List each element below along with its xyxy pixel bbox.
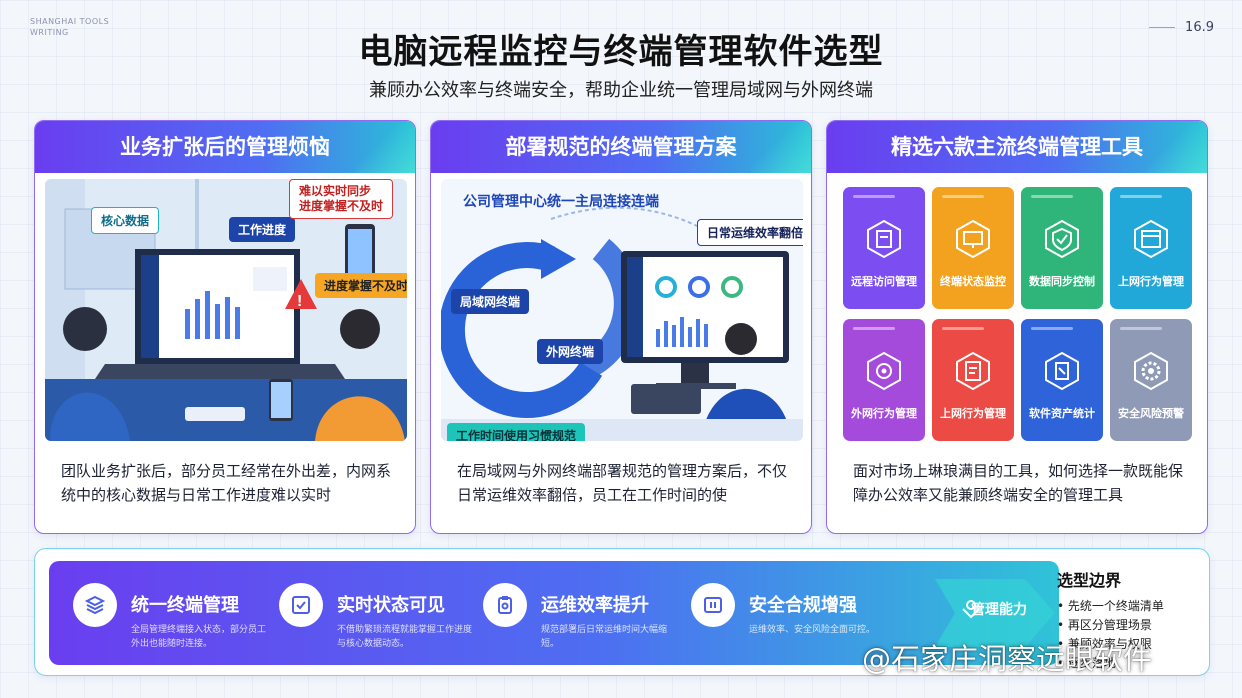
- panel-1-description: 团队业务扩张后，部分员工经常在外出差，内网系统中的核心数据与日常工作进度难以实时: [61, 462, 392, 504]
- check-window-icon: [279, 583, 323, 627]
- feature-description: 运维效率、安全风险全面可控。: [749, 625, 876, 635]
- panel-3-description: 面对市场上琳琅满目的工具，如何选择一款既能保障办公效率又能兼顾终端安全的管理工具: [853, 462, 1184, 504]
- panel-deployment-plan: 部署规范的终端管理方案 公司: [430, 120, 812, 534]
- watermark: @石家庄洞察远眼软件: [862, 642, 1153, 676]
- tool-card-accent: [1031, 195, 1073, 198]
- benefits-band: 统一终端管理 全局管理终端接入状态，部分员工外出也能随时连接。 实时状态可见 不…: [49, 561, 1059, 665]
- feature-title: 实时状态可见: [337, 595, 445, 616]
- tool-label: 数据同步控制: [1029, 275, 1095, 288]
- tool-card-data-sync[interactable]: 数据同步控制: [1021, 187, 1103, 309]
- feature-ops-efficiency: 运维效率提升 规范部署后日常运维时间大幅缩短。: [483, 561, 683, 665]
- selection-title: 选型边界: [1057, 571, 1122, 590]
- page-number-rule: [1149, 27, 1176, 28]
- panel-2-heading: 部署规范的终端管理方案: [431, 121, 811, 173]
- panel-icon: [691, 583, 735, 627]
- feature-title: 安全合规增强: [749, 595, 857, 616]
- tool-card-accent: [942, 327, 984, 330]
- gear-icon: [1134, 351, 1168, 391]
- tag-progress-lag: 进度掌握不及时: [315, 273, 407, 298]
- report-icon: [956, 351, 990, 391]
- selection-item: • 逐步落地: [1057, 656, 1116, 670]
- selection-item: • 兼顾效率与权限: [1057, 637, 1152, 651]
- brand-line-1: SHANGHAI TOOLS: [30, 17, 110, 26]
- tag-work-progress: 工作进度: [229, 217, 296, 242]
- tool-card-web-behavior[interactable]: 上网行为管理: [1110, 187, 1192, 309]
- feature-realtime-visibility: 实时状态可见 不借助繁琐流程就能掌握工作进度与核心数据动态。: [279, 561, 479, 665]
- document-icon: [867, 219, 901, 259]
- tool-grid: 远程访问管理 终端状态监控 数据同步控制 上网行为管理 外网行为管理 上网行为管…: [843, 185, 1193, 441]
- panel-1-illustration: ! 核心数据 工作进度 难以实时同步 进度掌握不及时 进度掌握不及时: [45, 179, 407, 441]
- gear-globe-icon: [867, 351, 901, 391]
- summary-section: 统一终端管理 全局管理终端接入状态，部分员工外出也能随时连接。 实时状态可见 不…: [34, 548, 1210, 676]
- feature-unified-management: 统一终端管理 全局管理终端接入状态，部分员工外出也能随时连接。: [73, 561, 273, 665]
- panel-2-description: 在局域网与外网终端部署规范的管理方案后，不仅日常运维效率翻倍，员工在工作时间的使: [457, 462, 788, 504]
- tool-label: 安全风险预警: [1118, 407, 1184, 420]
- tool-card-accent: [853, 195, 895, 198]
- panel-1-heading: 业务扩张后的管理烦恼: [35, 121, 415, 173]
- feature-security-compliance: 安全合规增强 运维效率、安全风险全面可控。: [691, 561, 891, 665]
- tool-card-software-assets[interactable]: 软件资产统计: [1021, 319, 1103, 441]
- arrow-shape: [935, 579, 1055, 647]
- tool-card-risk-alert[interactable]: 安全风险预警: [1110, 319, 1192, 441]
- panel-2-illustration: 公司管理中心统一主局连接连端 日常运维效率翻倍 局域网终端 外网终端 工作时间使…: [441, 179, 803, 441]
- tool-card-accent: [1031, 327, 1073, 330]
- tag-lan-terminal: 局域网终端: [451, 289, 530, 314]
- page-title: 电脑远程监控与终端管理软件选型: [358, 32, 884, 72]
- tag-core-data: 核心数据: [91, 207, 160, 234]
- page-number: 16.9: [1149, 20, 1214, 35]
- tag-ops-efficiency: 日常运维效率翻倍: [697, 219, 803, 246]
- tool-card-wan-behavior[interactable]: 外网行为管理: [843, 319, 925, 441]
- tool-label: 终端状态监控: [940, 275, 1006, 288]
- tag-wan-terminal: 外网终端: [537, 339, 604, 364]
- feature-description: 不借助繁琐流程就能掌握工作进度与核心数据动态。: [337, 625, 473, 649]
- monitor-icon: [956, 219, 990, 259]
- tool-card-accent: [1120, 195, 1162, 198]
- panel-3-heading: 精选六款主流终端管理工具: [827, 121, 1207, 173]
- tool-label: 软件资产统计: [1029, 407, 1095, 420]
- feature-title: 运维效率提升: [541, 595, 649, 616]
- feature-description: 全局管理终端接入状态，部分员工外出也能随时连接。: [131, 625, 267, 649]
- page-number-text: 16.9: [1185, 20, 1214, 35]
- tool-card-remote-access[interactable]: 远程访问管理: [843, 187, 925, 309]
- feature-title: 统一终端管理: [131, 595, 239, 616]
- tool-label: 远程访问管理: [851, 275, 917, 288]
- brand-mark: SHANGHAI TOOLS WRITING: [30, 16, 109, 38]
- tool-label: 外网行为管理: [851, 407, 917, 420]
- tag-work-habits: 工作时间使用习惯规范: [447, 423, 586, 441]
- tool-label: 上网行为管理: [940, 407, 1006, 420]
- capability-arrow-label: 管理能力: [971, 602, 1027, 618]
- selection-item: • 先统一个终端清单: [1057, 599, 1164, 613]
- office-scene-illustration: !: [45, 179, 407, 441]
- page-subtitle: 兼顾办公效率与终端安全，帮助企业统一管理局域网与外网终端: [369, 80, 873, 101]
- panel-management-troubles: 业务扩张后的管理烦恼 !: [34, 120, 416, 534]
- capability-arrow: 管理能力: [921, 561, 1059, 665]
- tool-card-accent: [1120, 327, 1162, 330]
- tool-card-internet-behavior[interactable]: 上网行为管理: [932, 319, 1014, 441]
- clipboard-icon: [483, 583, 527, 627]
- selection-item: • 再区分管理场景: [1057, 618, 1152, 632]
- feature-description: 规范部署后日常运维时间大幅缩短。: [541, 625, 668, 649]
- tool-label: 上网行为管理: [1118, 275, 1184, 288]
- shield-check-icon: [1045, 219, 1079, 259]
- web-icon: [1134, 219, 1168, 259]
- asset-icon: [1045, 351, 1079, 391]
- tool-card-accent: [853, 327, 895, 330]
- panel-2-image-title: 公司管理中心统一主局连接连端: [463, 194, 659, 210]
- tool-card-accent: [942, 195, 984, 198]
- tag-sync-difficulty: 难以实时同步 进度掌握不及时: [289, 179, 394, 219]
- layers-icon: [73, 583, 117, 627]
- svg-text:!: !: [297, 293, 302, 310]
- selection-boundary: 选型边界 • 先统一个终端清单 • 再区分管理场景 • 兼顾效率与权限 • 逐步…: [1057, 567, 1207, 673]
- brand-line-2: WRITING: [30, 28, 69, 37]
- panel-tool-selection: 精选六款主流终端管理工具 远程访问管理 终端状态监控 数据同步控制 上网行为管理…: [826, 120, 1208, 534]
- tool-card-terminal-monitor[interactable]: 终端状态监控: [932, 187, 1014, 309]
